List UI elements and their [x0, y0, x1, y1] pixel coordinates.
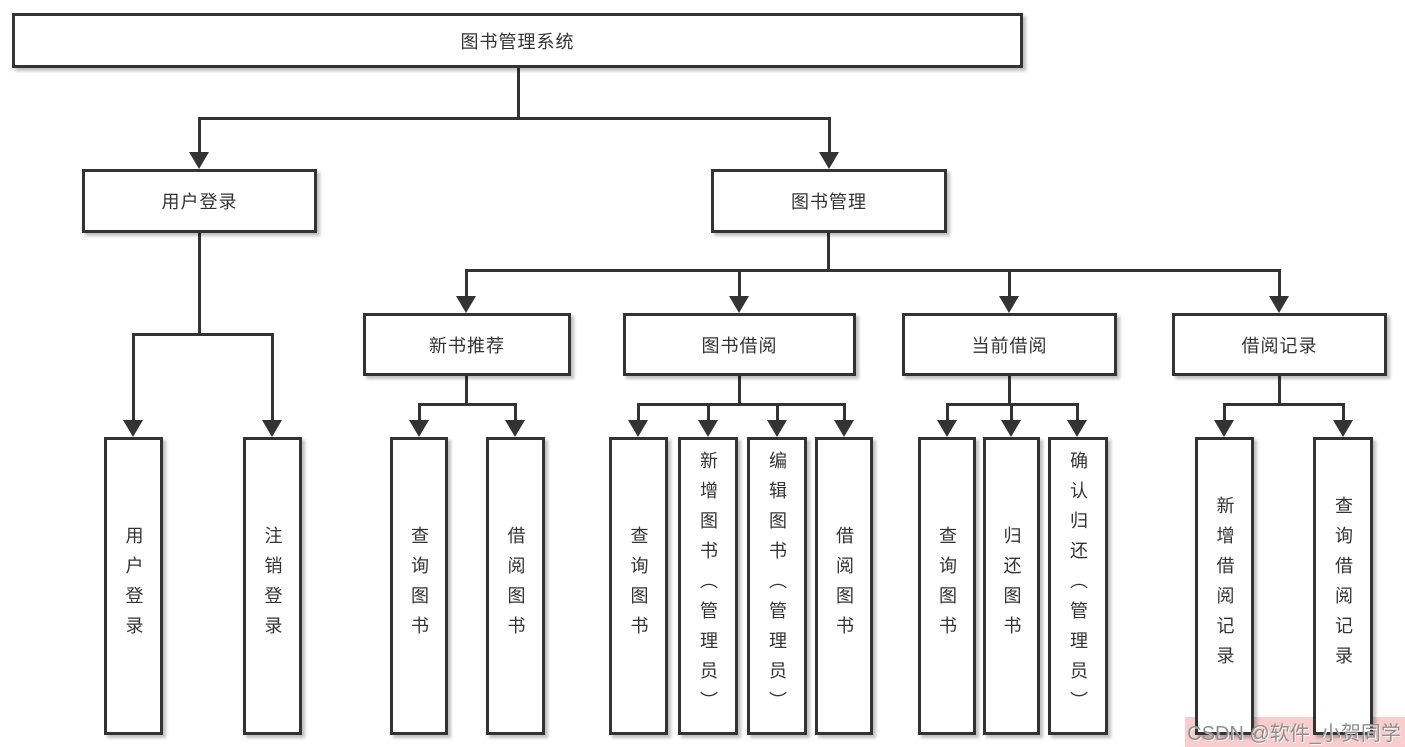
connector-line: [198, 117, 201, 153]
connector-line: [271, 333, 274, 420]
connector-line: [1008, 376, 1011, 406]
leaf-add-borrow-record: 新增借阅记录: [1195, 437, 1254, 735]
arrow-down-icon: [999, 296, 1019, 313]
leaf-return-books: 归还图书: [983, 437, 1040, 735]
node-label: 查询图书: [628, 526, 649, 646]
connector-line: [1342, 403, 1345, 423]
node-label: 用户登录: [161, 192, 238, 212]
connector-line: [465, 269, 1280, 272]
node-label: 借阅图书: [834, 526, 854, 646]
arrow-down-icon: [1269, 296, 1289, 313]
node-label: 新书推荐: [429, 335, 505, 356]
leaf-add-books-admin: 新增图书（管理员）: [678, 437, 738, 735]
node-label: 确认归还（管理员）: [1068, 451, 1088, 721]
connector-line: [738, 269, 741, 296]
connector-line: [418, 403, 421, 423]
connector-line: [517, 68, 520, 119]
node-new-book-recommend: 新书推荐: [363, 313, 571, 376]
leaf-confirm-return-admin: 确认归还（管理员）: [1048, 437, 1108, 735]
arrow-down-icon: [937, 420, 957, 437]
connector-line: [132, 333, 274, 336]
node-label: 图书管理系统: [460, 31, 575, 52]
arrow-down-icon: [628, 420, 648, 437]
leaf-edit-books-admin: 编辑图书（管理员）: [747, 437, 807, 735]
node-label: 新增图书（管理员）: [698, 451, 718, 721]
arrow-down-icon: [189, 152, 209, 169]
connector-line: [198, 233, 201, 336]
connector-line: [465, 376, 468, 406]
connector-line: [1010, 403, 1013, 423]
arrow-down-icon: [834, 420, 854, 437]
arrow-down-icon: [729, 296, 749, 313]
connector-line: [827, 233, 830, 272]
leaf-query-books-recommend: 查询图书: [390, 437, 448, 735]
connector-line: [1223, 403, 1344, 406]
arrow-down-icon: [1333, 420, 1353, 437]
connector-line: [132, 333, 135, 420]
leaf-query-borrow-record: 查询借阅记录: [1313, 437, 1373, 735]
leaf-borrow-books: 借阅图书: [815, 437, 873, 735]
node-label: 图书借阅: [701, 335, 778, 356]
arrow-down-icon: [1214, 420, 1234, 437]
connector-line: [418, 403, 517, 406]
arrow-down-icon: [505, 420, 525, 437]
node-label: 用户登录: [123, 526, 144, 646]
node-label: 图书管理: [791, 192, 867, 212]
arrow-down-icon: [123, 420, 143, 437]
connector-line: [465, 269, 468, 296]
connector-line: [707, 403, 710, 423]
connector-line: [828, 117, 831, 153]
csdn-watermark: CSDN @软件_小贺同学: [1187, 723, 1401, 745]
node-label: 注销登录: [262, 526, 283, 646]
arrow-down-icon: [819, 152, 839, 169]
node-label: 查询图书: [937, 526, 957, 646]
node-label: 编辑图书（管理员）: [767, 451, 787, 721]
connector-line: [198, 117, 830, 120]
connector-line: [637, 403, 640, 423]
connector-line: [514, 403, 517, 423]
connector-line: [738, 376, 741, 406]
connector-line: [1076, 403, 1079, 423]
leaf-logout-login: 注销登录: [243, 437, 302, 735]
arrow-down-icon: [767, 420, 787, 437]
arrow-down-icon: [262, 420, 282, 437]
connector-line: [946, 403, 949, 423]
node-label: 当前借阅: [971, 335, 1048, 356]
connector-line: [1278, 269, 1281, 296]
node-borrow-records: 借阅记录: [1172, 313, 1387, 376]
node-library-system: 图书管理系统: [12, 13, 1023, 68]
arrow-down-icon: [1067, 420, 1087, 437]
node-user-login: 用户登录: [82, 169, 317, 233]
connector-line: [637, 403, 845, 406]
node-book-management: 图书管理: [711, 169, 947, 233]
connector-line: [1278, 376, 1281, 406]
arrow-down-icon: [1001, 420, 1021, 437]
connector-line: [843, 403, 846, 423]
leaf-query-books-current: 查询图书: [918, 437, 976, 735]
arrow-down-icon: [409, 420, 429, 437]
leaf-borrow-books-recommend: 借阅图书: [486, 437, 545, 735]
node-current-borrowing: 当前借阅: [902, 313, 1117, 376]
node-book-borrowing: 图书借阅: [623, 313, 856, 376]
leaf-user-login: 用户登录: [104, 437, 163, 735]
connector-line: [776, 403, 779, 423]
arrow-down-icon: [456, 296, 476, 313]
node-label: 查询借阅记录: [1333, 496, 1353, 676]
connector-line: [1223, 403, 1226, 423]
arrow-down-icon: [698, 420, 718, 437]
node-label: 归还图书: [1001, 526, 1022, 646]
node-label: 借阅记录: [1241, 335, 1318, 356]
connector-line: [1008, 269, 1011, 296]
node-label: 新增借阅记录: [1214, 496, 1235, 676]
node-label: 查询图书: [409, 526, 429, 646]
node-label: 借阅图书: [505, 526, 526, 646]
leaf-query-books-borrowing: 查询图书: [609, 437, 668, 735]
